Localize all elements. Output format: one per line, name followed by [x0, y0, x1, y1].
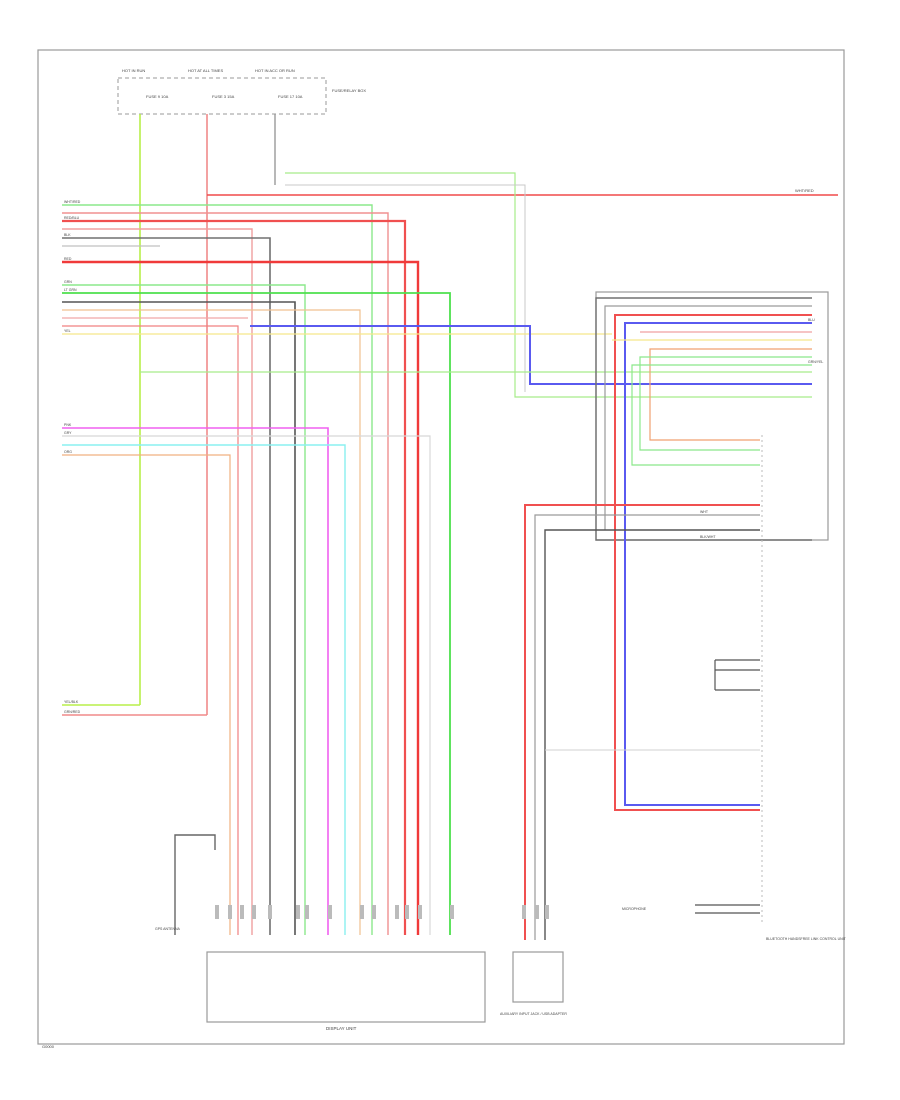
wire-tag-red-blu: RED/BLU: [64, 216, 80, 220]
fuse-name-3: FUSE 17 10A: [278, 94, 303, 99]
gps-antenna-label: GPS ANTENNA: [155, 927, 181, 931]
fuse-box-label: FUSE/RELAY BOX: [332, 88, 366, 93]
usb-adapter: AUXILIARY INPUT JACK / USB ADAPTER: [500, 951, 567, 1016]
wire-tag-blk: BLK: [64, 233, 71, 237]
fuse-label-2: HOT AT ALL TIMES: [188, 68, 223, 73]
wire-tag-yel-blk: YEL/BLK: [64, 700, 79, 704]
usb-adapter-label: AUXILIARY INPUT JACK / USB ADAPTER: [500, 1012, 567, 1016]
bluetooth-unit-pins: [695, 435, 763, 925]
wire-tag-grn: GRN: [64, 280, 72, 284]
fuse-box: HOT IN RUN HOT AT ALL TIMES HOT IN ACC O…: [117, 68, 366, 115]
wire-tag-lt-grn: LT GRN: [64, 288, 77, 292]
wire-tag-wht: WHT: [700, 510, 709, 514]
fuse-label-3: HOT IN ACC OR RUN: [255, 68, 295, 73]
wire-tag-red: RED: [64, 257, 72, 261]
display-unit-pins: [215, 905, 549, 919]
display-unit: DISPLAY UNIT: [206, 951, 486, 1031]
gps-antenna: GPS ANTENNA: [155, 834, 216, 935]
wire-tag-blk-wht: BLK/WHT: [700, 535, 716, 539]
mic-label: MICROPHONE: [622, 907, 647, 911]
wire-tag-wht-red: WHT/RED: [64, 200, 81, 204]
wire-tag-grn-red: GRN/RED: [64, 710, 81, 714]
harness-group-a: [62, 204, 420, 935]
wire-tag-yel: YEL: [64, 329, 71, 333]
wire-tag-org: ORG: [64, 450, 72, 454]
wire-tag-pnk: PNK: [64, 423, 72, 427]
right-connector-upper: [595, 291, 829, 811]
fuse-label-1: HOT IN RUN: [122, 68, 145, 73]
top-red-wire-label: WHT/RED: [795, 188, 814, 193]
footer-code: G0000: [42, 1044, 55, 1049]
harness-group-c: [62, 427, 431, 935]
wire-tag-gry: GRY: [64, 431, 72, 435]
fuse-name-2: FUSE 3 15A: [212, 94, 235, 99]
diagram-frame: [37, 49, 845, 1045]
bluetooth-unit-label: BLUETOOTH HANDSFREE LINK CONTROL UNIT: [766, 937, 847, 941]
harness-group-b: [62, 284, 812, 935]
wire-tag-grn-yel: GRN/YEL: [808, 360, 823, 364]
fuse-name-1: FUSE 9 10A: [146, 94, 169, 99]
wire-tag-blu: BLU: [808, 318, 815, 322]
display-unit-label: DISPLAY UNIT: [326, 1026, 357, 1031]
